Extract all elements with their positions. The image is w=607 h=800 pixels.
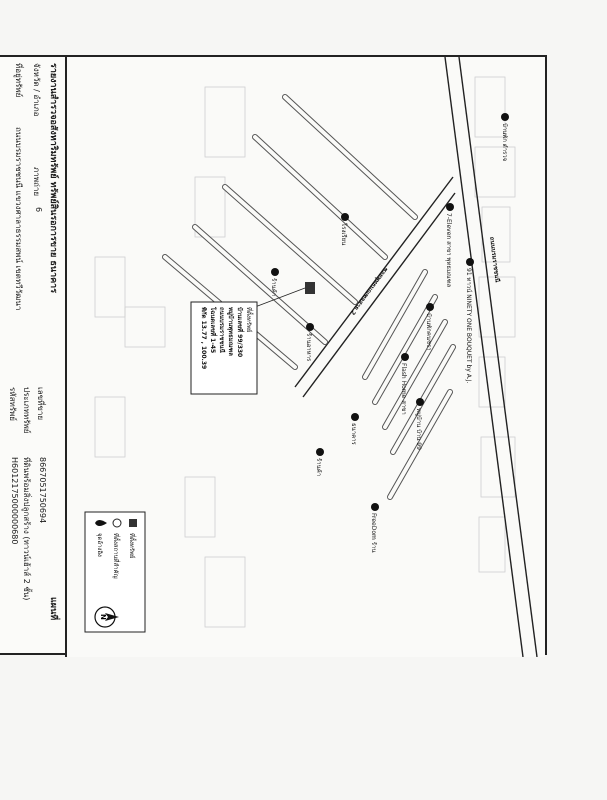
poi-8-label: ร้านค้า bbox=[315, 458, 322, 476]
legend-item-1: ที่ตั้งสถานที่สำคัญ bbox=[112, 533, 122, 579]
svg-text:N: N bbox=[99, 614, 107, 620]
main-road bbox=[444, 57, 538, 657]
callout-line4: ถนนบรมราชชนนี bbox=[218, 307, 226, 354]
poi-11-label: ร้านค้า bbox=[270, 278, 277, 296]
callout-line3: หมู่บ้านพุทธมณฑล bbox=[226, 307, 235, 356]
ref-value: H6012175000000680 bbox=[10, 457, 19, 545]
soi-road bbox=[294, 176, 456, 398]
poi-3-label: 91 ทาวน์ NINETY ONE BOUQUET by A.J. bbox=[465, 268, 473, 383]
type-label: ประเภททรัพย์ bbox=[22, 387, 31, 434]
poi-2-label: 7-Eleven สาขา พุทธมณฑล bbox=[445, 213, 452, 288]
callout-line2: บ้านเลขที่ 99/330 bbox=[236, 307, 245, 357]
poi-9-label: FreeDom ร้าน bbox=[370, 513, 377, 552]
north-arrow-icon: N bbox=[94, 606, 119, 628]
header-title: รายงานสำรวจอสังหาริมทรัพย์ ทรัพย์สินรอกา… bbox=[48, 63, 58, 294]
map-svg: ถนนบรมราชชนนี ซอยพุทธมณฑลสาย 2 บ้านพัก ต… bbox=[84, 57, 538, 657]
poi-5-label: Flash Home สาขา bbox=[400, 363, 407, 415]
callout-line5: โฉนดเลขที่ 1-45 bbox=[209, 306, 218, 353]
legend-item-0: ที่ตั้งทรัพย์ bbox=[128, 533, 138, 558]
drop-icon bbox=[95, 520, 107, 526]
sale-no-value: 8667051750694 bbox=[38, 457, 47, 524]
page-title: แผนที่ bbox=[48, 597, 58, 621]
type-value: ที่ดินพร้อมสิ่งปลูกสร้าง (ทาวน์เฮ้าส์ 2 … bbox=[22, 457, 31, 601]
poi-1-label: บ้านพัก ตำรวจ bbox=[501, 123, 508, 161]
poi-10-label: ร้านอาหาร bbox=[305, 333, 312, 362]
main-road-label: ถนนบรมราชชนนี bbox=[488, 236, 502, 283]
map-area: ถนนบรมราชชนนี ซอยพุทธมณฑลสาย 2 บ้านพัก ต… bbox=[65, 57, 545, 657]
info-band: รายงานสำรวจอสังหาริมทรัพย์ ทรัพย์สินรอกา… bbox=[0, 57, 65, 657]
address-label: ที่อยู่ทรัพย์ bbox=[14, 63, 23, 98]
ref-label: รหัสทรัพย์ bbox=[8, 387, 17, 421]
section-label: ภาพถ่าย bbox=[32, 167, 41, 197]
poi-6-label: หมู่บ้าน บ้าน 99 bbox=[415, 408, 422, 450]
legend: ที่ตั้งทรัพย์ ที่ตั้งสถานที่สำคัญ จุดอ้า… bbox=[84, 511, 146, 633]
section-no: 6 bbox=[34, 207, 43, 213]
sale-no-label: เลขที่ขาย bbox=[36, 387, 45, 421]
poi-4-label: บ้านพักคนชรา bbox=[425, 313, 432, 351]
circle-icon bbox=[112, 518, 122, 528]
callout-line6: พิกัด 13.77 , 100.39 bbox=[200, 307, 208, 369]
map-document: ถนนบรมราชชนนี ซอยพุทธมณฑลสาย 2 บ้านพัก ต… bbox=[0, 55, 547, 657]
poi-7-label: ธนาคาร bbox=[350, 423, 357, 446]
target-square-icon bbox=[129, 519, 137, 527]
property-callout: ที่ตั้งทรัพย์ บ้านเลขที่ 99/330 หมู่บ้าน… bbox=[190, 301, 258, 395]
province-label: จังหวัด / อำเภอ bbox=[32, 63, 41, 117]
address-value: ถนนบรมราชชนนี แขวงศาลาธรรมสพน์ เขตทวีวัฒ… bbox=[14, 127, 23, 311]
callout-line1: ที่ตั้งทรัพย์ bbox=[245, 307, 255, 332]
poi-12-label: โรงเรียน bbox=[340, 223, 348, 245]
property-marker bbox=[305, 282, 315, 294]
poi-pins bbox=[271, 113, 509, 511]
legend-item-2: จุดอ้างอิง bbox=[96, 533, 103, 557]
